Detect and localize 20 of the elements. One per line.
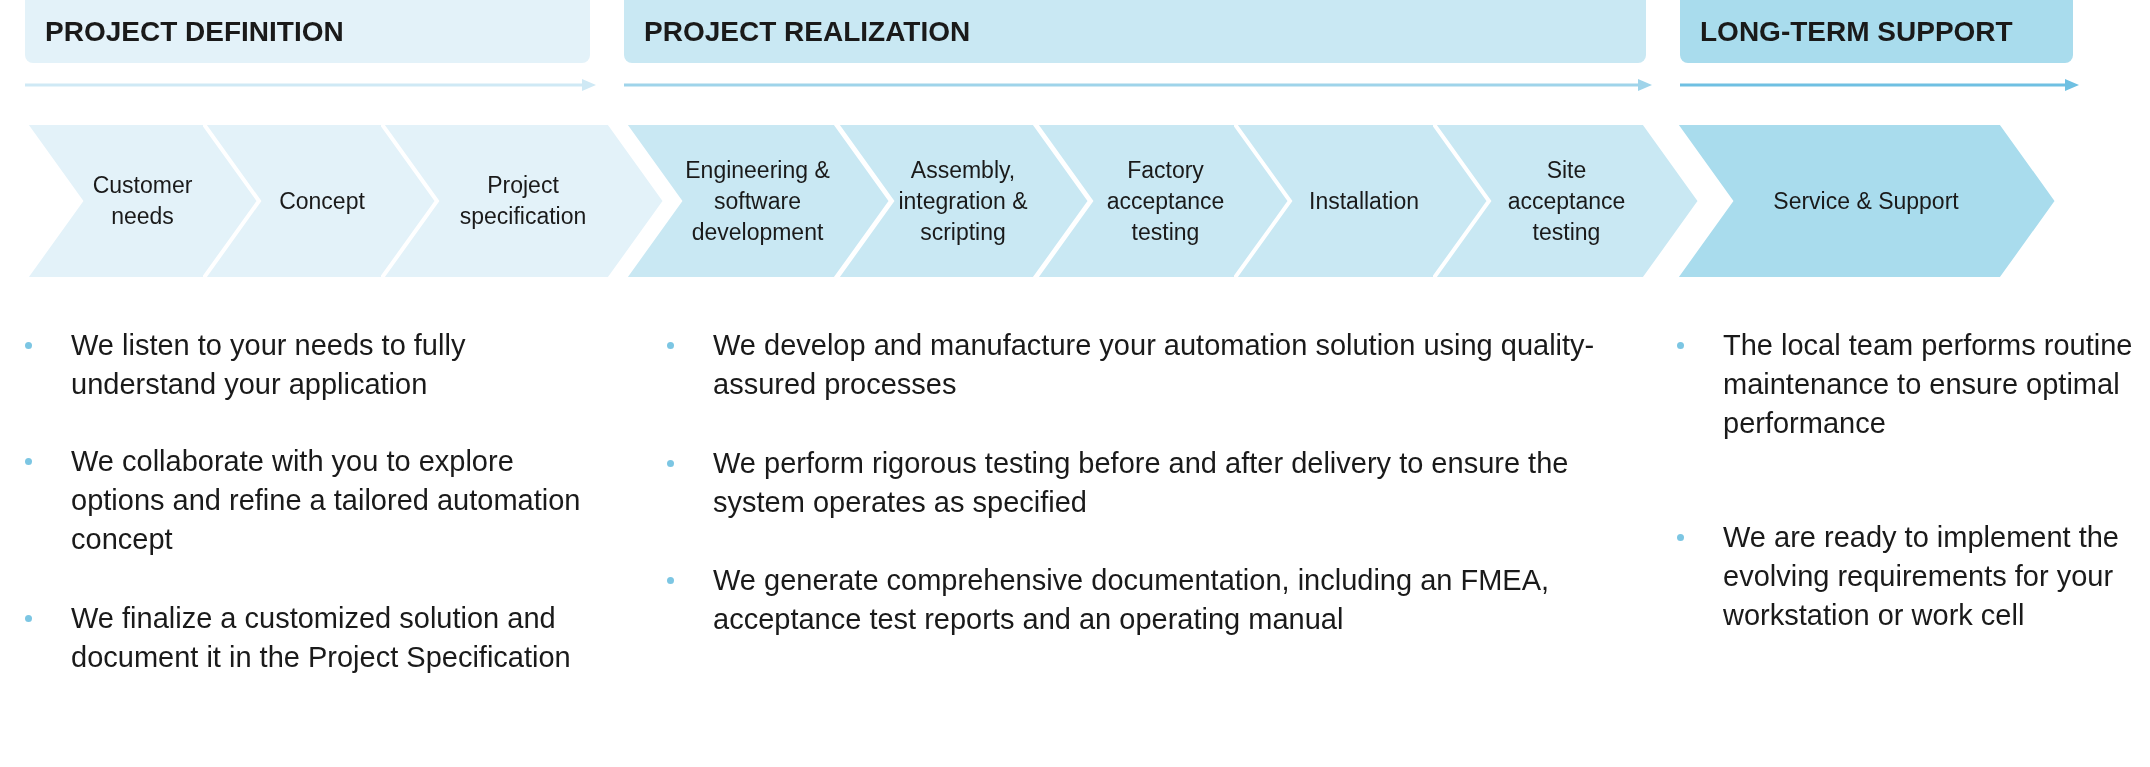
phase-header: PROJECT REALIZATION <box>624 0 1646 63</box>
bullet-text: We develop and manufacture your automation solution using quality-assured processes <box>713 328 1596 402</box>
step-label: Assembly, integration & scripting <box>897 155 1029 247</box>
phase-header: LONG-TERM SUPPORT <box>1680 0 2073 63</box>
bullet-text: We perform rigorous testing before and after delivery to ensure the system operates as specified <box>713 446 1570 520</box>
bullet-text: We listen to your needs to fully understand your application <box>71 328 467 402</box>
step-label: Site acceptance testing <box>1506 155 1627 247</box>
bullet-text: We finalize a customized solution and document it in the Project Specification <box>71 601 572 675</box>
step-label: Concept <box>278 186 366 216</box>
step-label: Customer needs <box>91 171 194 231</box>
step-label: Service & Support <box>1772 186 1960 216</box>
bullet-text: We are ready to implement the evolving requirements for your workstation or work cell <box>1723 520 2120 633</box>
bullet-text: We generate comprehensive documentation, including an FMEA, acceptance test reports and an operating manual <box>713 563 1551 637</box>
bullet-text: We collaborate with you to explore options and refine a tailored automation concept <box>71 444 582 557</box>
bullet-text: The local team performs routine maintenance to ensure optimal performance <box>1723 328 2133 441</box>
phase-header: PROJECT DEFINITION <box>25 0 590 63</box>
step-label: Factory acceptance testing <box>1105 155 1226 247</box>
step-label: Engineering & software development <box>684 155 831 247</box>
step-label: Project specification <box>458 171 588 231</box>
step-label: Installation <box>1308 186 1420 216</box>
